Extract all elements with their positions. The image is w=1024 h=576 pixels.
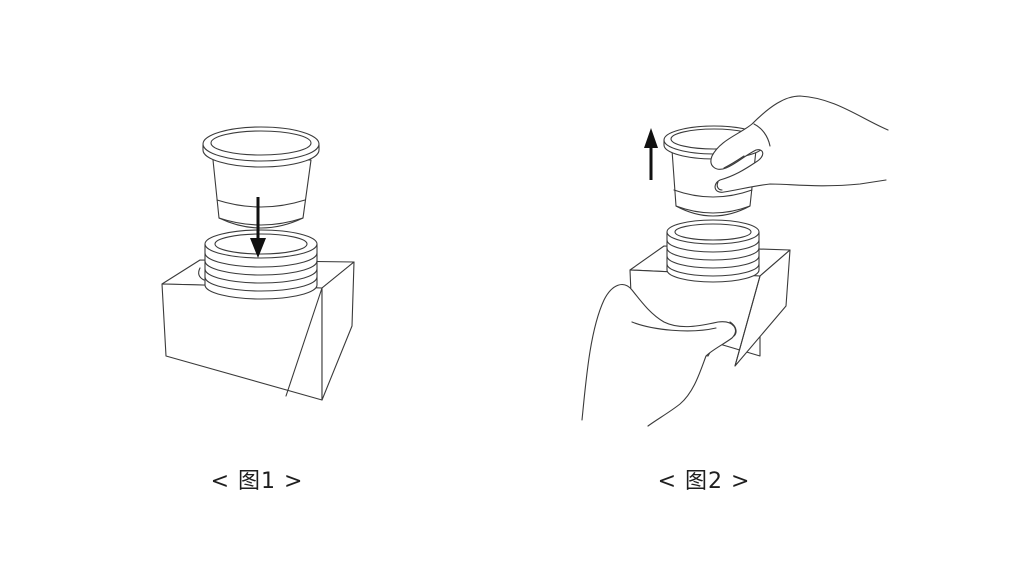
figure-2-caption: < 图2 >: [657, 469, 751, 494]
hand-upper: [710, 95, 889, 193]
figure-2-illustration: [581, 95, 889, 427]
down-arrow-icon: [250, 197, 266, 258]
figure-1-illustration: [161, 126, 355, 401]
filter-cup: [202, 126, 320, 229]
up-arrow-icon: [644, 128, 658, 180]
figure-1-caption: < 图1 >: [210, 469, 304, 494]
threaded-ring: [666, 219, 760, 283]
hand-lower: [581, 284, 737, 427]
